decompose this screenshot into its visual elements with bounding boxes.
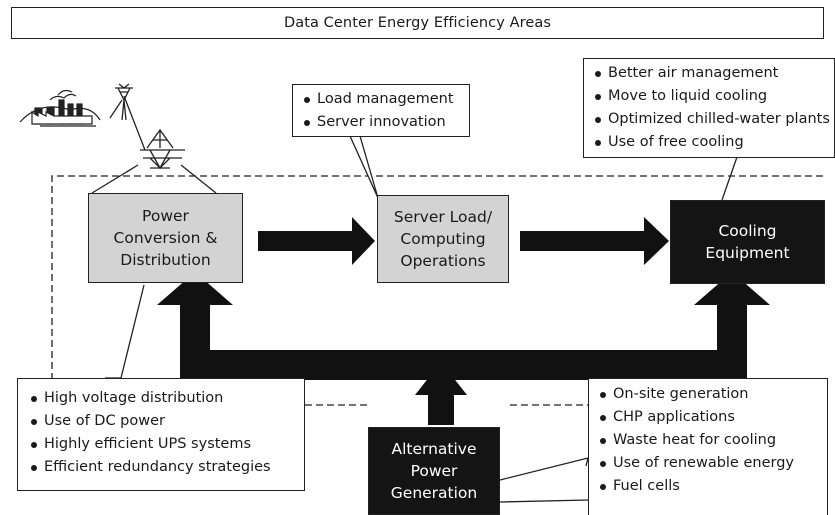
data-center-boundary: [51, 175, 825, 380]
list-item: Use of renewable energy: [597, 452, 819, 475]
list-item: Use of DC power: [28, 410, 294, 433]
connector-power-callout: [105, 284, 145, 379]
cooling-callout: Better air management Move to liquid coo…: [583, 58, 835, 158]
power-plant-icon: [19, 89, 101, 127]
cooling-equipment-node: Cooling Equipment: [670, 200, 825, 284]
list-item: CHP applications: [597, 406, 819, 429]
list-item: High voltage distribution: [28, 387, 294, 410]
list-item: Fuel cells: [597, 475, 819, 498]
list-item: On-site generation: [597, 383, 819, 406]
list-item: Waste heat for cooling: [597, 429, 819, 452]
cooling-callout-list: Better air management Move to liquid coo…: [592, 62, 830, 154]
server-callout: Load management Server innovation: [292, 84, 470, 137]
list-item: Move to liquid cooling: [592, 85, 826, 108]
diagram-title: Data Center Energy Efficiency Areas: [11, 7, 824, 39]
power-conversion-node: Power Conversion & Distribution: [88, 193, 243, 283]
list-item: Better air management: [592, 62, 826, 85]
arrow-server-to-cooling: [520, 217, 669, 265]
alternative-callout-list: On-site generation CHP applications Wast…: [597, 383, 819, 498]
list-item: Optimized chilled-water plants: [592, 108, 830, 131]
connector-alternative-callout: [499, 457, 589, 481]
list-item: Server innovation: [301, 111, 461, 134]
power-line-left: [91, 164, 139, 194]
return-loop-arrow: [157, 272, 770, 380]
transmission-tower-icon: [109, 83, 185, 170]
arrow-alternative-to-loop: [415, 362, 467, 425]
server-callout-list: Load management Server innovation: [301, 88, 461, 134]
server-load-node: Server Load/ Computing Operations: [377, 195, 509, 283]
connector-alternative-callout-2: [499, 499, 589, 503]
list-item: Efficient redundancy strategies: [28, 456, 294, 479]
connector-server-callout: [348, 135, 379, 199]
arrow-power-to-server: [258, 217, 375, 265]
list-item: Load management: [301, 88, 461, 111]
power-callout: High voltage distribution Use of DC powe…: [17, 378, 305, 491]
list-item: Highly efficient UPS systems: [28, 433, 294, 456]
connector-cooling-callout: [721, 156, 738, 201]
alternative-power-node: Alternative Power Generation: [368, 427, 500, 515]
list-item: Use of free cooling: [592, 131, 826, 154]
power-callout-list: High voltage distribution Use of DC powe…: [28, 387, 294, 479]
alternative-callout: On-site generation CHP applications Wast…: [588, 378, 828, 515]
power-line-right: [180, 164, 217, 194]
